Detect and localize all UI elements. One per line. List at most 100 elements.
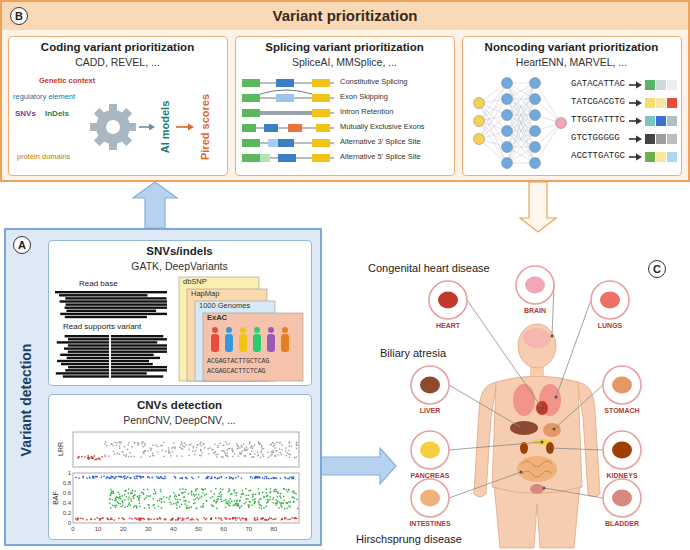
data-point <box>105 456 106 457</box>
data-point <box>120 498 121 499</box>
read <box>65 335 164 337</box>
person-body <box>225 334 233 352</box>
text-holder: HeartENN, MARVEL, ... <box>467 56 676 68</box>
data-point <box>241 477 242 478</box>
data-point <box>206 477 207 478</box>
data-point <box>210 478 211 479</box>
organ-picture <box>612 377 632 394</box>
arrow-head <box>636 100 642 107</box>
data-point <box>142 476 143 477</box>
data-point <box>293 490 294 491</box>
data-point <box>137 496 138 497</box>
data-point <box>184 492 185 493</box>
data-point <box>144 507 145 508</box>
data-point <box>152 445 153 446</box>
score-cell <box>656 134 666 144</box>
data-point <box>117 492 118 493</box>
data-point <box>234 500 235 501</box>
network-unit <box>474 116 485 127</box>
data-point <box>139 503 140 504</box>
data-point <box>137 442 138 443</box>
data-point <box>270 478 271 479</box>
data-point <box>119 443 120 444</box>
data-point <box>291 476 292 477</box>
data-point <box>182 517 183 518</box>
text-holder: TATCGACGTG <box>571 97 625 107</box>
data-point <box>252 448 253 449</box>
data-point <box>111 477 112 478</box>
data-point <box>128 504 129 505</box>
data-point <box>147 476 148 477</box>
data-point <box>172 519 173 520</box>
organ-outline <box>411 366 449 404</box>
data-point <box>183 500 184 501</box>
data-point <box>211 449 212 450</box>
data-point <box>287 519 288 520</box>
body-torso <box>492 376 582 494</box>
data-point <box>252 494 253 495</box>
data-point <box>200 506 201 507</box>
data-point <box>225 499 226 500</box>
organ-icon: PANCREAS <box>401 429 459 485</box>
data-point <box>289 519 290 520</box>
data-point <box>219 477 220 478</box>
data-point <box>230 494 231 495</box>
data-point <box>249 505 250 506</box>
data-point <box>251 457 252 458</box>
data-point <box>263 507 264 508</box>
data-point <box>179 499 180 500</box>
axis-title: BAF <box>52 491 60 505</box>
data-point <box>226 477 227 478</box>
data-point <box>294 517 295 518</box>
data-point <box>214 493 215 494</box>
data-point <box>281 519 282 520</box>
box-title: Splicing variant prioritization <box>240 41 449 54</box>
data-point <box>235 503 236 504</box>
variant-column <box>109 334 111 379</box>
data-point <box>261 518 262 519</box>
data-point <box>251 451 252 452</box>
data-point <box>161 507 162 508</box>
data-point <box>277 496 278 497</box>
data-point <box>205 519 206 520</box>
data-point <box>235 477 236 478</box>
data-point <box>141 492 142 493</box>
data-point <box>280 505 281 506</box>
data-point <box>175 494 176 495</box>
data-point <box>195 489 196 490</box>
score-cell <box>656 116 666 126</box>
data-point <box>230 477 231 478</box>
data-point <box>134 442 135 443</box>
data-point <box>274 447 275 448</box>
network-unit <box>502 126 513 137</box>
data-point <box>164 476 165 477</box>
data-point <box>212 496 213 497</box>
data-point <box>279 502 280 503</box>
data-point <box>281 454 282 455</box>
data-point <box>275 489 276 490</box>
text-holder: HEART <box>421 322 475 330</box>
data-point <box>115 442 116 443</box>
tick-label: 20 <box>120 526 127 533</box>
data-point <box>221 519 222 520</box>
sequence: GTCTGGGGG <box>571 133 620 143</box>
network-unit <box>502 158 513 169</box>
data-point <box>236 443 237 444</box>
data-point <box>112 499 113 500</box>
data-point <box>257 452 258 453</box>
data-point <box>237 505 238 506</box>
data-point <box>80 518 81 519</box>
splice-type: Intron Retention <box>340 108 393 117</box>
leader-dot <box>555 396 558 399</box>
data-point <box>261 508 262 509</box>
data-point <box>115 476 116 477</box>
data-point <box>244 448 245 449</box>
splice-type: Constitutive Splicing <box>340 78 408 87</box>
tick-label: 0.6 <box>63 490 71 497</box>
data-point <box>226 449 227 450</box>
data-point <box>136 478 137 479</box>
data-point <box>92 477 93 478</box>
data-point <box>144 450 145 451</box>
tick-label: 10 <box>95 526 102 533</box>
data-point <box>200 442 201 443</box>
